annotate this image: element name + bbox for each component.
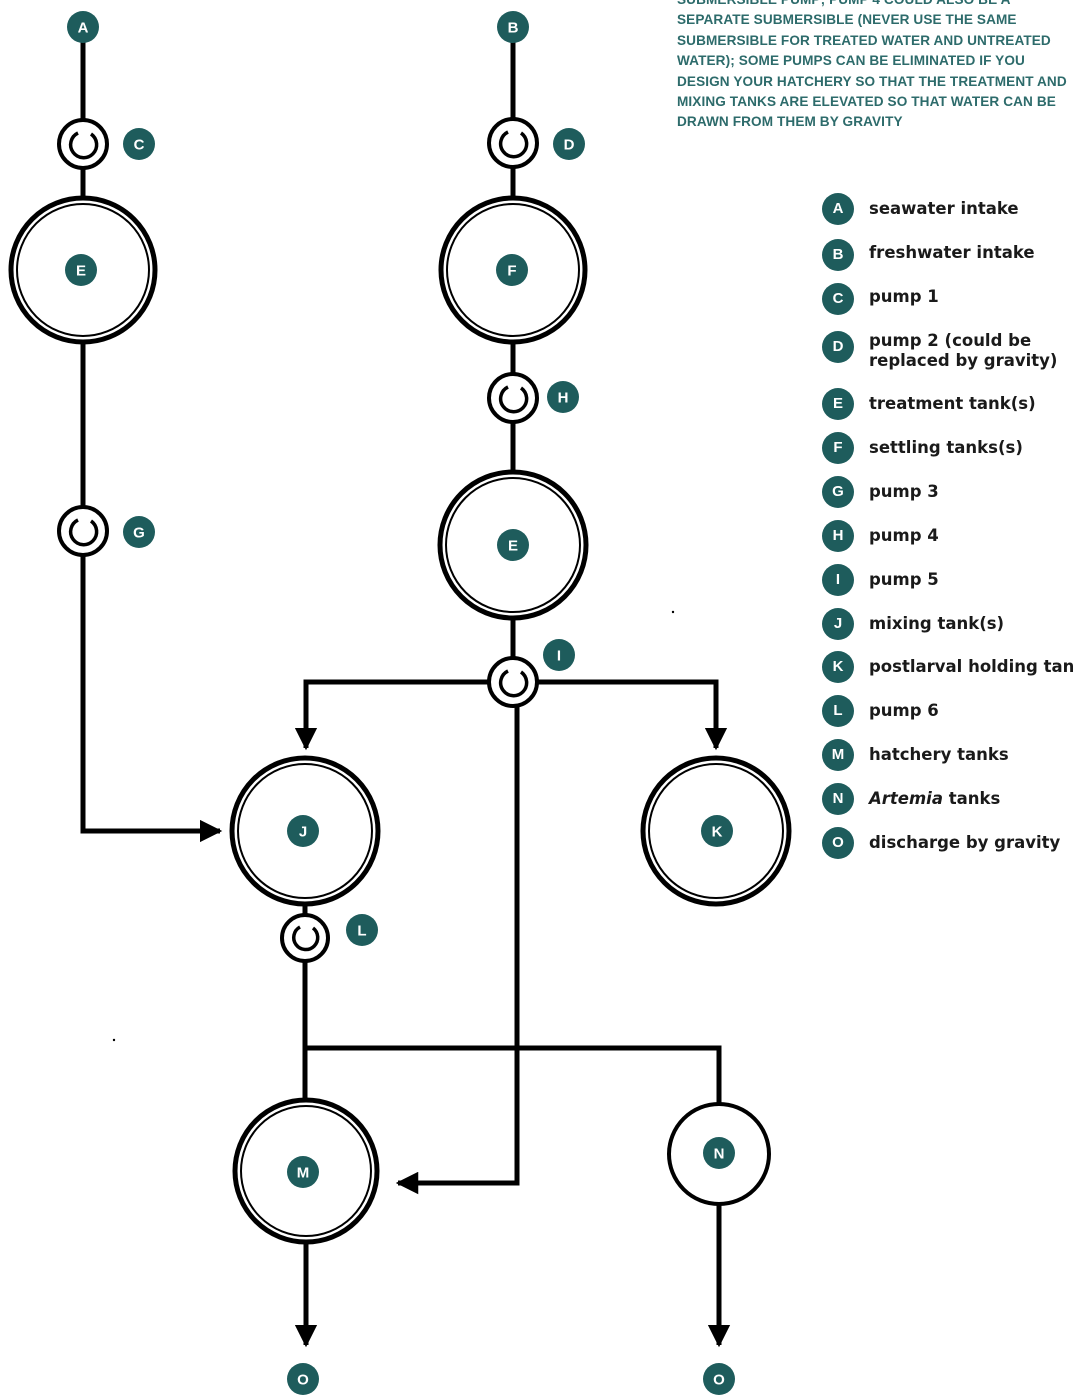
pipes	[80, 42, 731, 1348]
svg-text:A: A	[78, 20, 89, 37]
legend-label: pump 2 (could be	[869, 331, 1032, 350]
legend-label: treatment tank(s)	[869, 394, 1036, 413]
legend-badge: C	[822, 283, 854, 315]
badge-b: B	[497, 11, 529, 43]
legend-badge: B	[822, 239, 854, 271]
legend-label: pump 4	[869, 526, 939, 545]
legend-badge: O	[822, 827, 854, 859]
legend-label: pump 6	[869, 701, 939, 720]
svg-text:E: E	[76, 263, 86, 280]
badge-i: I	[543, 639, 575, 671]
svg-text:O: O	[713, 1372, 725, 1389]
legend-badge: A	[822, 193, 854, 225]
badge-h: H	[547, 381, 579, 413]
pipe-g-j	[80, 556, 223, 843]
badges: A B C D E F H G E I J K L M N O O	[65, 11, 735, 1395]
svg-text:L: L	[357, 923, 366, 940]
tanks	[8, 195, 792, 1245]
pump-i-icon	[487, 656, 539, 708]
legend-badge: H	[822, 520, 854, 552]
badge-a: A	[67, 11, 99, 43]
badge-o-left: O	[287, 1363, 319, 1395]
design-note: SUBMERSIBLE PUMP; PUMP 4 COULD ALSO BE A…	[677, 0, 1067, 130]
legend-label-italic: Artemia	[869, 789, 943, 808]
svg-text:O: O	[297, 1372, 309, 1389]
pump-d-icon	[487, 117, 539, 169]
badge-f: F	[496, 254, 528, 286]
legend-badge: N	[822, 783, 854, 815]
badge-g: G	[123, 516, 155, 548]
legend-badge: D	[822, 331, 854, 363]
legend-badge: F	[822, 432, 854, 464]
pipe-l-n	[305, 1045, 722, 1104]
legend-label: discharge by gravity	[869, 833, 1061, 852]
svg-text:M: M	[297, 1165, 310, 1182]
badge-n: N	[703, 1137, 735, 1169]
pipe-i-j	[294, 679, 488, 751]
badge-d: D	[553, 128, 585, 160]
legend-badge: L	[822, 695, 854, 727]
legend-label: pump 3	[869, 482, 939, 501]
stray-dots	[112, 610, 675, 1042]
svg-text:B: B	[508, 20, 519, 37]
legend-label-rest: tanks	[942, 789, 1001, 808]
pump-g-icon	[57, 505, 109, 557]
pump-c-icon	[57, 118, 109, 170]
badge-k: K	[701, 815, 733, 847]
pipe-i-m	[395, 707, 520, 1195]
legend-label: hatchery tanks	[869, 745, 1009, 764]
legend-label: Artemia tanks	[869, 789, 1000, 809]
legend-label: pump 1	[869, 287, 939, 306]
badge-c: C	[123, 128, 155, 160]
legend-label: pump 5	[869, 570, 939, 589]
legend-badge: I	[822, 564, 854, 596]
legend-label: seawater intake	[869, 199, 1019, 218]
pump-l-icon	[280, 913, 330, 963]
legend-label: postlarval holding tanks	[869, 657, 1073, 676]
legend-label: mixing tank(s)	[869, 614, 1005, 633]
badge-e-seawater: E	[65, 254, 97, 286]
svg-text:F: F	[507, 263, 516, 280]
svg-text:I: I	[557, 648, 561, 665]
svg-text:G: G	[133, 525, 145, 542]
badge-o-right: O	[703, 1363, 735, 1395]
legend-label-continued: replaced by gravity)	[869, 351, 1058, 370]
badge-m: M	[287, 1156, 319, 1188]
svg-text:H: H	[558, 390, 569, 407]
svg-text:D: D	[564, 137, 575, 154]
svg-text:N: N	[714, 1146, 725, 1163]
svg-text:C: C	[134, 137, 145, 154]
legend-badge: K	[822, 651, 854, 683]
badge-l: L	[346, 914, 378, 946]
pipe-i-k	[538, 679, 728, 751]
pumps	[57, 117, 539, 963]
legend-badge: E	[822, 388, 854, 420]
badge-e-freshwater: E	[497, 529, 529, 561]
pump-h-icon	[487, 372, 539, 424]
legend-label: freshwater intake	[869, 243, 1035, 262]
legend-badge: J	[822, 608, 854, 640]
legend-label: settling tanks(s)	[869, 438, 1023, 457]
legend-badge: G	[822, 476, 854, 508]
svg-text:E: E	[508, 538, 518, 555]
badge-j: J	[287, 815, 319, 847]
svg-text:J: J	[299, 824, 307, 841]
legend-badge: M	[822, 739, 854, 771]
svg-text:K: K	[712, 824, 723, 841]
